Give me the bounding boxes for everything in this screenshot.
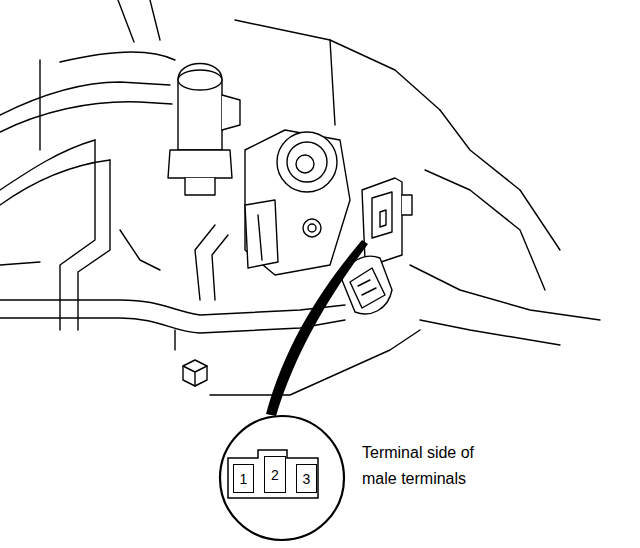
terminal-cell: 3 — [296, 464, 317, 493]
pin-number: 2 — [271, 467, 279, 483]
connector-housing — [228, 450, 318, 498]
terminal-cell: 1 — [233, 464, 254, 493]
connector-inset: Terminal side of male terminals 1 2 3 — [218, 412, 538, 544]
inset-outline — [220, 416, 344, 540]
terminal-cell: 2 — [264, 456, 286, 493]
pin-number: 3 — [303, 471, 311, 487]
inset-caption: Terminal side of male terminals — [362, 440, 512, 492]
pin-number: 1 — [240, 471, 248, 487]
